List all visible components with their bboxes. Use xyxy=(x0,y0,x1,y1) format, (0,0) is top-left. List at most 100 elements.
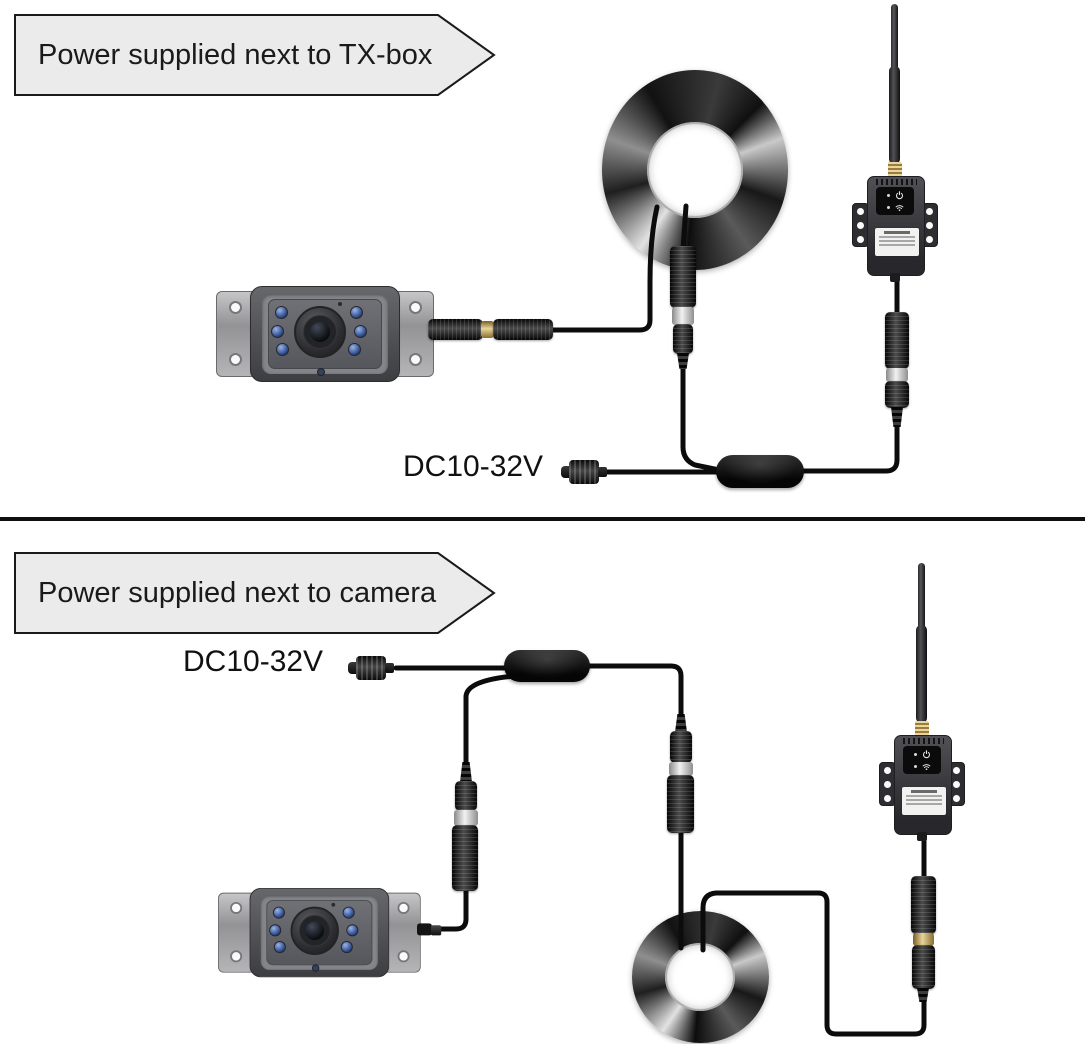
aviation-connector xyxy=(670,246,696,308)
camera-cable-ferrule xyxy=(430,925,442,936)
coil-hole xyxy=(665,943,735,1011)
strain-relief xyxy=(460,762,472,782)
power-icon xyxy=(895,190,903,199)
mount-hole xyxy=(953,781,960,788)
ir-led xyxy=(269,924,282,937)
aviation-connector xyxy=(455,781,477,811)
mount-hole xyxy=(884,767,891,774)
camera-mic-dot xyxy=(331,902,336,907)
mount-hole xyxy=(953,795,960,802)
y-power-splitter xyxy=(504,650,590,682)
ir-led xyxy=(340,941,353,954)
ir-led xyxy=(346,924,359,937)
camera-cable-gland xyxy=(417,923,432,936)
banner-arrow-shape xyxy=(14,14,496,96)
ir-led xyxy=(350,306,363,319)
ir-led xyxy=(275,306,288,319)
mount-hole xyxy=(926,222,933,229)
tx-vents xyxy=(900,738,944,744)
sma-connector xyxy=(915,721,929,737)
aviation-connector xyxy=(912,945,935,989)
ir-led xyxy=(354,325,367,338)
mount-hole xyxy=(857,222,864,229)
aviation-connector xyxy=(911,876,936,934)
dc-plug-body xyxy=(569,460,599,484)
banner-arrow-shape xyxy=(14,552,496,634)
banner-bottom: Power supplied next to camera xyxy=(14,552,496,634)
aviation-connector xyxy=(493,319,553,340)
mount-tab-right xyxy=(921,203,938,247)
spec-label xyxy=(902,787,946,815)
tx-led-panel xyxy=(903,746,941,774)
mount-hole xyxy=(397,950,410,963)
status-led xyxy=(886,193,890,197)
mount-hole xyxy=(397,901,410,915)
mount-hole xyxy=(884,795,891,802)
cable-splitter-to-transmitter xyxy=(795,269,900,474)
mount-hole xyxy=(229,353,242,366)
tx-led-panel xyxy=(876,187,914,215)
spec-label xyxy=(875,228,919,256)
ir-led xyxy=(342,906,355,919)
transmitter-top xyxy=(851,4,939,284)
banner-top: Power supplied next to TX-box xyxy=(14,14,496,96)
banner-bottom-label: Power supplied next to camera xyxy=(38,577,437,609)
mount-hole xyxy=(230,901,243,915)
dc-plug-neck xyxy=(598,467,607,477)
status-led xyxy=(886,205,890,209)
wifi-icon xyxy=(895,204,903,211)
mount-hole xyxy=(953,767,960,774)
aviation-connector xyxy=(673,324,693,354)
antenna-body xyxy=(916,625,927,723)
camera-top xyxy=(216,286,456,382)
coupling-ring xyxy=(669,762,693,776)
mount-hole xyxy=(884,781,891,788)
coupling-ring xyxy=(454,810,478,826)
cable-coil-top xyxy=(602,70,788,270)
camera-mic-dot xyxy=(338,302,342,306)
ir-led xyxy=(271,325,284,338)
sma-connector xyxy=(888,162,902,178)
power-icon xyxy=(922,749,930,758)
status-led xyxy=(913,764,917,768)
dc-plug-tip xyxy=(348,662,357,674)
aviation-connector xyxy=(670,731,692,763)
coil-hole xyxy=(647,122,743,218)
dc-plug-neck xyxy=(385,663,394,673)
coupling-ring xyxy=(886,368,908,382)
ir-led xyxy=(276,343,289,356)
panel-divider xyxy=(0,517,1085,521)
strain-relief xyxy=(675,714,687,732)
dc-power-connector xyxy=(561,460,607,484)
camera-lens xyxy=(294,306,346,358)
mount-hole xyxy=(409,353,422,366)
dc-plug-body xyxy=(356,656,386,680)
cable-splitter-to-coil-2 xyxy=(577,663,684,951)
dc-voltage-label-top: DC10-32V xyxy=(403,450,544,483)
strain-relief xyxy=(891,407,903,427)
dc-plug-tip xyxy=(561,466,570,478)
camera-bottom xyxy=(218,888,442,978)
mount-hole xyxy=(409,301,422,314)
banner-top-label: Power supplied next to TX-box xyxy=(38,39,433,71)
camera-screw xyxy=(311,964,320,972)
mount-hole xyxy=(926,236,933,243)
ir-led xyxy=(273,941,286,954)
cable-coil-bottom xyxy=(632,911,769,1043)
antenna-body xyxy=(889,66,900,164)
mount-hole xyxy=(926,208,933,215)
status-led xyxy=(913,752,917,756)
dc-voltage-label-bottom: DC10-32V xyxy=(183,645,324,678)
tx-cable-gland xyxy=(917,832,927,841)
mount-hole xyxy=(230,950,243,963)
aviation-connector xyxy=(428,319,483,340)
dc-power-connector xyxy=(348,656,394,680)
tx-cable-gland xyxy=(890,273,900,282)
aviation-connector xyxy=(667,775,694,833)
strain-relief xyxy=(677,353,689,369)
mount-hole xyxy=(857,236,864,243)
aviation-connector xyxy=(885,312,909,369)
strain-relief xyxy=(917,988,929,1002)
aviation-connector xyxy=(885,381,909,408)
